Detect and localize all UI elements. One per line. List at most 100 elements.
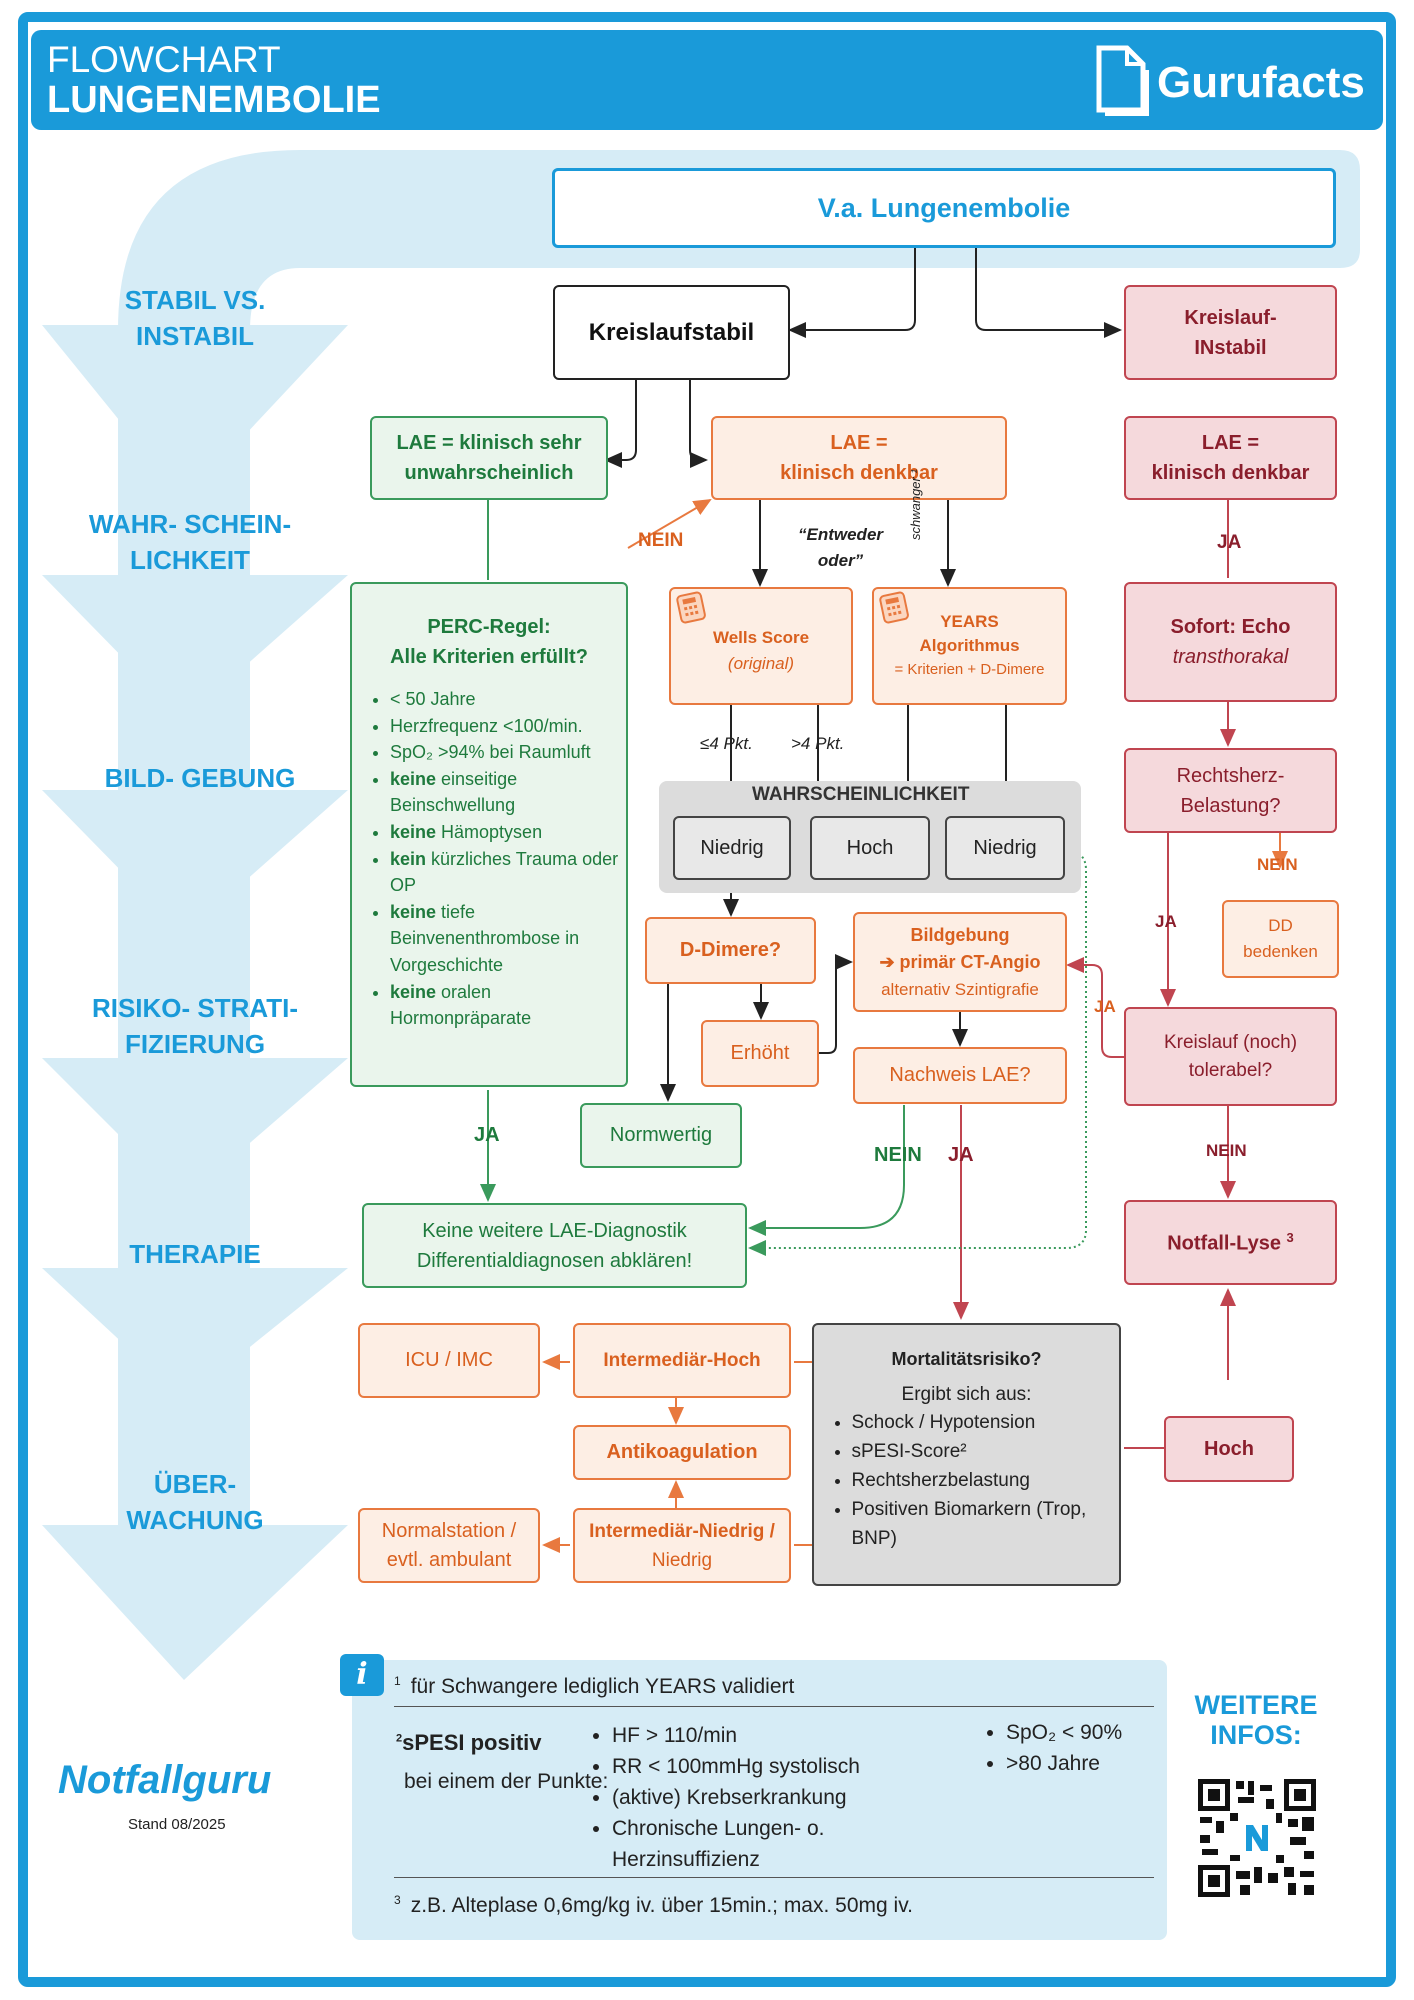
node-niedrig-years: Niedrig [945,816,1065,880]
stage-label-risikostratifizierung: RISIKO- STRATI- FIZIERUNG [91,993,299,1059]
footnote-2-sub: bei einem der Punkte: [404,1770,609,1793]
brand-name: Gurufacts [1157,58,1365,107]
perc-criterion-keyword: keine [390,901,437,922]
notfallguru-logo: Notfallguru [58,1758,272,1802]
label-ja-instabil: JA [1217,532,1242,553]
label-nein-tolerabel: NEIN [1206,1141,1247,1160]
stage-label-bildgebung: BILD- GEBUNG [104,763,296,793]
node-intermediaer-niedrig: Intermediär-Niedrig /Niedrig [573,1508,791,1583]
mortality-factor: Positiven Biomarkern (Trop, BNP) [852,1495,1122,1553]
perc-criterion: Herzfrequenz <100/min. [390,713,626,740]
stand-date: Stand 08/2025 [128,1816,226,1833]
spesi-list-left: HF > 110/minRR < 100mmHg systolisch(akti… [590,1720,902,1875]
node-perc-regel: PERC-Regel: Alle Kriterien erfüllt? < 50… [350,582,628,1087]
node-antikoagulation: Antikoagulation [573,1425,791,1480]
perc-criterion: keine einseitige Beinschwellung [390,766,626,819]
label-nein-dd: NEIN [1257,855,1298,874]
perc-criterion-keyword: keine [390,821,437,842]
label-ja-perc: JA [474,1124,500,1146]
node-erhoeht: Erhöht [701,1020,819,1087]
spesi-criterion: RR < 100mmHg systolisch [612,1751,902,1782]
spesi-criterion: HF > 110/min [612,1720,902,1751]
node-intermediaer-hoch: Intermediär-Hoch [573,1323,791,1398]
perc-criterion-keyword: kein [390,848,427,869]
mortality-factor: Schock / Hypotension [852,1408,1122,1437]
stage-label-wahrscheinlichkeit: WAHR- SCHEIN- LICHKEIT [88,509,292,575]
node-mortalitaetsrisiko: Mortalitätsrisiko? Ergibt sich aus: Scho… [812,1323,1121,1586]
spesi-criterion: (aktive) Krebserkrankung [612,1782,902,1813]
label-nein-nachweis: NEIN [874,1144,922,1166]
label-ja-nachweis: JA [948,1144,974,1166]
header-bar [31,30,1383,130]
stage-label-ueberwachung: ÜBER- WACHUNG [126,1469,264,1535]
node-lae-denkbar: LAE =klinisch denkbar [711,416,1007,500]
perc-criterion-text: einseitige Beinschwellung [390,768,518,816]
node-d-dimere: D-Dimere? [645,917,816,984]
node-normalstation: Normalstation /evtl. ambulant [358,1508,540,1583]
perc-criterion-text: SpO₂ >94% bei Raumluft [390,742,591,763]
footnote-divider [394,1877,1154,1878]
perc-criterion: keine oralen Hormonpräparate [390,979,626,1032]
spesi-criterion: >80 Jahre [1006,1748,1176,1779]
page-frame [18,12,1396,1987]
label-gt4-pkt: >4 Pkt. [791,734,845,753]
node-rechtsherzbelastung: Rechtsherz-Belastung? [1124,748,1337,833]
node-kreislauf-tolerabel: Kreislauf (noch)tolerabel? [1124,1007,1337,1106]
perc-criterion: < 50 Jahre [390,686,626,713]
node-hoch-risiko: Hoch [1164,1416,1294,1482]
title-line-1: FLOWCHART [47,39,281,80]
perc-criterion-text: Herzfrequenz <100/min. [390,715,583,736]
node-hoch: Hoch [810,816,930,880]
perc-criterion-keyword: keine [390,981,437,1002]
label-ja-rhb: JA [1155,912,1177,931]
perc-criteria-list: < 50 JahreHerzfrequenz <100/min. SpO₂ >94… [352,686,626,1032]
title-line-2: LUNGENEMBOLIE [47,79,381,121]
label-nein-perc: NEIN [638,530,684,551]
perc-criterion-text: < 50 Jahre [390,689,476,709]
start-node: V.a. Lungenembolie [552,168,1336,248]
perc-criterion: SpO₂ >94% bei Raumluft [390,739,626,766]
mortality-factor: Rechtsherzbelastung [852,1466,1122,1495]
perc-criterion: kein kürzliches Trauma oder OP [390,846,626,899]
footnote-divider [394,1706,1154,1707]
node-nachweis-lae: Nachweis LAE? [853,1047,1067,1104]
footnote-2-title: 2sPESI positiv [396,1730,542,1755]
document-icon [1096,45,1149,116]
stage-label-therapie: THERAPIE [129,1239,261,1269]
label-le4-pkt: ≤4 Pkt. [700,734,753,753]
node-kreislauf-instabil: Kreislauf-INstabil [1124,285,1337,380]
perc-criterion-text: Hämoptysen [436,821,543,842]
mortality-factor: sPESI-Score² [852,1437,1122,1466]
group-wahrscheinlichkeit-title: WAHRSCHEINLICHKEIT [752,784,970,805]
perc-criterion-text: kürzliches Trauma oder OP [390,848,619,896]
calculator-icon [676,591,706,624]
perc-criterion-keyword: keine [390,768,437,789]
spesi-list-right: SpO₂ < 90%>80 Jahre [984,1717,1176,1779]
label-schwanger: schwanger ¹ [908,469,923,540]
node-kreislaufstabil: Kreislaufstabil [553,285,790,380]
info-icon: i [340,1654,384,1696]
node-icu-imc: ICU / IMC [358,1323,540,1398]
spesi-criterion: SpO₂ < 90% [1006,1717,1176,1748]
qr-code[interactable] [1196,1777,1318,1899]
spesi-criterion: Chronische Lungen- o. Herzinsuffizienz [612,1813,902,1875]
stage-label-stabil: STABIL VS. INSTABIL [124,285,266,351]
perc-criterion-text: oralen Hormonpräparate [390,981,532,1029]
mortality-factors-list: Schock / HypotensionsPESI-Score²Rechtshe… [812,1408,1122,1553]
node-lae-denkbar-instabil: LAE =klinisch denkbar [1124,416,1337,500]
node-niedrig-wells: Niedrig [673,816,791,880]
calculator-icon [879,591,909,624]
node-normwertig: Normwertig [580,1103,742,1168]
node-notfall-lyse: Notfall-Lyse 3 [1124,1200,1337,1285]
label-ja-tolerabel: JA [1094,997,1116,1016]
